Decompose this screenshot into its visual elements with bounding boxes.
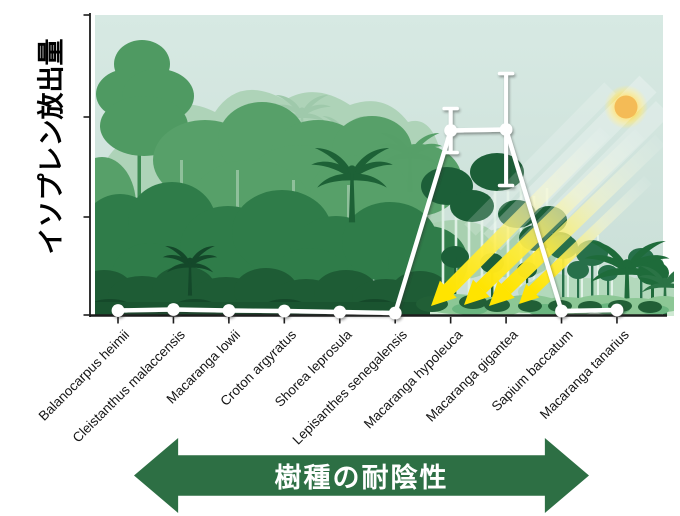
forest-illustration: [95, 15, 674, 316]
data-point: [111, 304, 125, 317]
data-point: [388, 306, 402, 320]
data-series: [111, 71, 624, 320]
axes: [83, 13, 667, 317]
data-point: [333, 305, 347, 319]
sunbeam-arrowhead-icon: [489, 280, 515, 306]
light-beams: [431, 75, 671, 306]
data-point: [222, 304, 236, 317]
data-point: [167, 303, 180, 316]
data-point: [499, 123, 513, 136]
data-series-line: [115, 127, 620, 316]
data-point: [555, 304, 568, 318]
sun-icon: [604, 85, 648, 129]
y-axis-label: イソプレン放出量: [36, 38, 67, 255]
sunbeam-arrowhead-icon: [431, 280, 457, 306]
data-point: [444, 124, 458, 137]
data-point: [277, 304, 291, 318]
shade-tolerance-arrow-label: 樹種の耐陰性: [274, 463, 449, 493]
data-point: [610, 303, 624, 317]
sunbeam-arrowhead-icon: [519, 283, 540, 304]
sunbeam-arrowhead-icon: [464, 279, 490, 305]
category-ticks: [117, 317, 618, 324]
